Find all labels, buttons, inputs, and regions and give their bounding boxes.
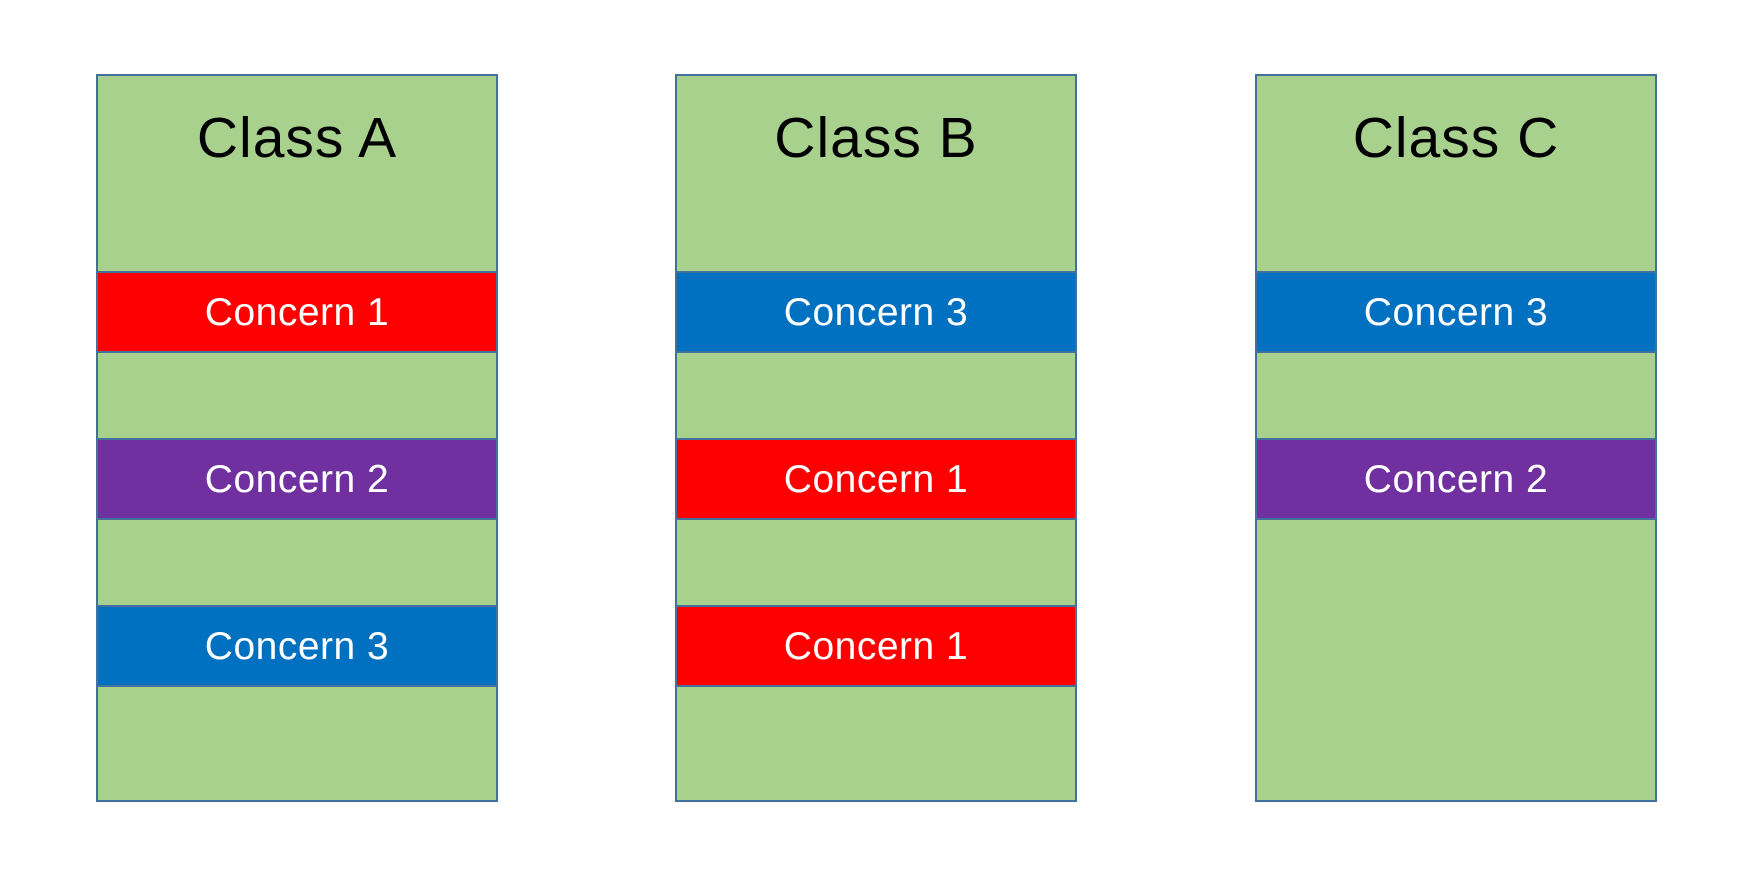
class-c-concern-band-1: Concern 3 [1257,271,1655,353]
concern-band-label: Concern 1 [204,290,390,334]
class-c-title: Class C [1352,106,1560,170]
class-b-concern-band-2: Concern 1 [677,438,1075,520]
class-a-concern-band-2: Concern 2 [98,438,496,520]
class-b-concern-band-3: Concern 1 [677,605,1075,687]
concern-band-label: Concern 3 [1363,290,1549,334]
class-a-concern-band-1: Concern 1 [98,271,496,353]
concern-band-label: Concern 3 [783,290,969,334]
class-c-concern-band-2: Concern 2 [1257,438,1655,520]
class-b-concern-band-1: Concern 3 [677,271,1075,353]
concern-band-label: Concern 2 [204,457,390,501]
concern-band-label: Concern 1 [783,624,969,668]
class-a-title: Class A [196,106,398,170]
concern-band-label: Concern 1 [783,457,969,501]
class-a-concern-band-3: Concern 3 [98,605,496,687]
class-c-box: Class C Concern 3 Concern 2 [1255,74,1657,802]
concern-band-label: Concern 2 [1363,457,1549,501]
class-b-title: Class B [774,106,978,170]
concern-band-label: Concern 3 [204,624,390,668]
class-b-box: Class B Concern 3 Concern 1 Concern 1 [675,74,1077,802]
class-a-box: Class A Concern 1 Concern 2 Concern 3 [96,74,498,802]
